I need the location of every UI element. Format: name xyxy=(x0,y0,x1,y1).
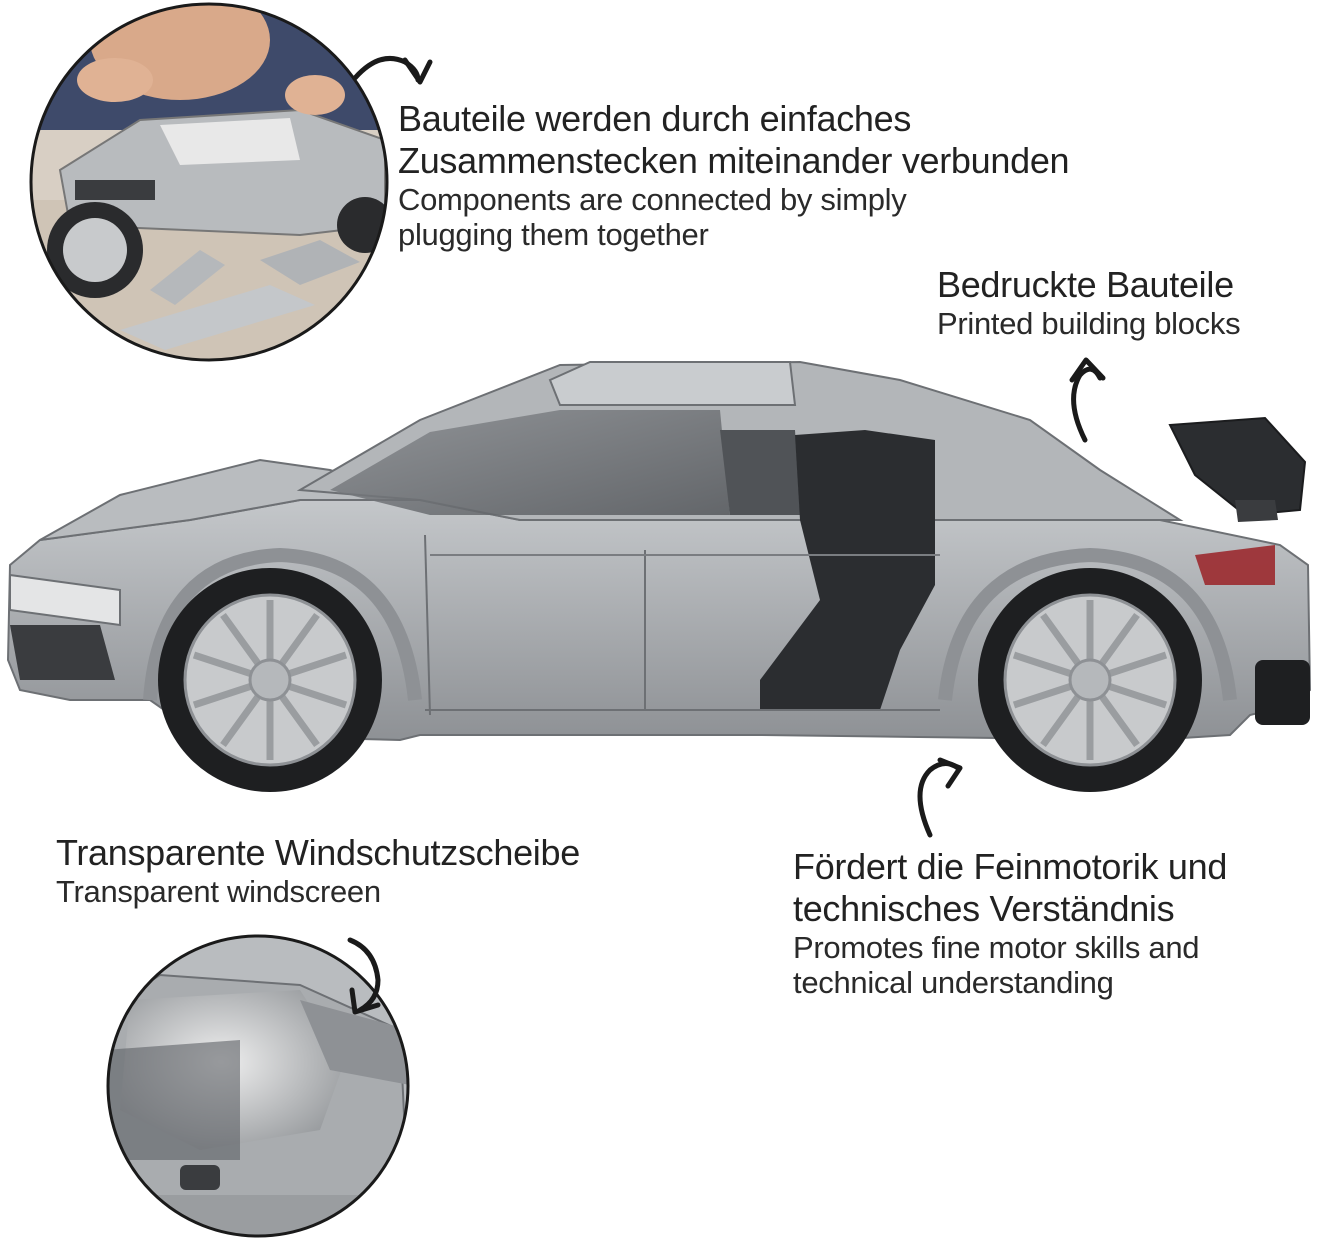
arrow-connect-icon xyxy=(352,56,433,85)
front-wheel xyxy=(158,568,382,792)
label-printed-de: Bedruckte Bauteile xyxy=(937,264,1234,305)
label-windscreen: Transparente Windschutzscheibe Transpare… xyxy=(56,832,580,910)
label-motor-en-line2: technical understanding xyxy=(793,965,1114,1001)
label-motor: Fördert die Feinmotorik und technisches … xyxy=(793,846,1227,1001)
car-main xyxy=(6,360,1312,792)
label-connect-de-line1: Bauteile werden durch einfaches xyxy=(398,98,912,139)
label-windscreen-de: Transparente Windschutzscheibe xyxy=(56,832,580,873)
label-motor-en-line1: Promotes fine motor skills and xyxy=(793,929,1200,965)
label-connect-en-line1: Components are connected by simply xyxy=(398,181,907,217)
inset-windscreen-photo xyxy=(106,934,410,1238)
label-connect-en-line2: plugging them together xyxy=(398,217,709,253)
label-motor-de-line1: Fördert die Feinmotorik und xyxy=(793,846,1228,887)
inset-building-photo xyxy=(29,2,389,362)
label-motor-de-line2: technisches Verständnis xyxy=(793,887,1175,929)
rear-wheel xyxy=(978,568,1202,792)
arrow-printed-icon xyxy=(1069,357,1106,443)
label-connect-de-line2: Zusammenstecken miteinander verbunden xyxy=(398,139,1070,181)
label-printed-en: Printed building blocks xyxy=(937,305,1241,341)
label-printed: Bedruckte Bauteile Printed building bloc… xyxy=(937,264,1241,342)
label-connect: Bauteile werden durch einfaches Zusammen… xyxy=(398,98,1070,253)
arrow-windscreen-icon xyxy=(347,937,381,1015)
label-windscreen-en: Transparent windscreen xyxy=(56,873,381,909)
arrow-motor-icon xyxy=(917,757,963,838)
